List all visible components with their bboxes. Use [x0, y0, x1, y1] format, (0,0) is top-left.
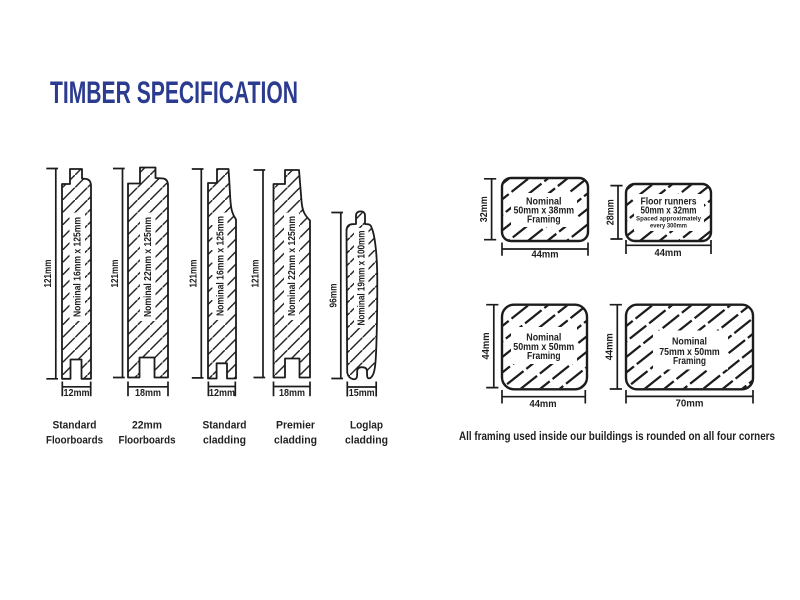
svg-text:TIMBER SPECIFICATION: TIMBER SPECIFICATION [50, 74, 298, 110]
svg-text:cladding: cladding [274, 435, 317, 447]
svg-text:All framing used inside our bu: All framing used inside our buildings is… [459, 431, 775, 443]
svg-text:Floor runners: Floor runners [641, 197, 697, 208]
svg-text:Nominal: Nominal [672, 337, 707, 348]
svg-text:Nominal 19mm x 100mm: Nominal 19mm x 100mm [357, 230, 368, 325]
svg-text:12mm: 12mm [64, 388, 90, 399]
svg-text:44mm: 44mm [655, 248, 682, 259]
svg-text:Standard: Standard [203, 420, 247, 432]
svg-text:28mm: 28mm [605, 199, 616, 225]
svg-text:12mm: 12mm [209, 388, 235, 399]
svg-text:32mm: 32mm [479, 196, 490, 222]
svg-text:Floorboards: Floorboards [119, 435, 176, 447]
svg-text:75mm x 50mm: 75mm x 50mm [659, 347, 720, 358]
svg-text:22mm: 22mm [132, 420, 162, 432]
svg-text:50mm x 32mm: 50mm x 32mm [641, 206, 697, 217]
svg-text:Framing: Framing [527, 351, 561, 362]
svg-text:cladding: cladding [203, 435, 246, 447]
svg-text:44mm: 44mm [605, 333, 616, 360]
svg-text:Spaced approximately: Spaced approximately [636, 216, 701, 223]
svg-text:50mm x 38mm: 50mm x 38mm [514, 206, 575, 217]
svg-text:121mm: 121mm [250, 259, 261, 287]
svg-text:18mm: 18mm [135, 388, 161, 399]
svg-text:Nominal 22mm x 125mm: Nominal 22mm x 125mm [287, 216, 298, 316]
svg-text:15mm: 15mm [349, 388, 375, 399]
svg-text:18mm: 18mm [279, 388, 305, 399]
svg-text:121mm: 121mm [43, 259, 54, 287]
svg-text:cladding: cladding [345, 435, 388, 447]
svg-text:Nominal: Nominal [526, 197, 562, 208]
svg-text:44mm: 44mm [481, 332, 492, 359]
svg-text:Floorboards: Floorboards [46, 435, 103, 447]
svg-text:every 300mm: every 300mm [650, 223, 687, 230]
svg-text:70mm: 70mm [676, 399, 704, 410]
svg-text:Loglap: Loglap [350, 420, 383, 432]
svg-text:Nominal 16mm x 125mm: Nominal 16mm x 125mm [215, 216, 226, 316]
svg-text:Premier: Premier [276, 420, 316, 432]
svg-text:Framing: Framing [527, 215, 561, 226]
svg-text:Framing: Framing [673, 356, 706, 367]
svg-text:Nominal: Nominal [526, 333, 561, 344]
svg-text:50mm x 50mm: 50mm x 50mm [513, 342, 574, 353]
svg-text:Standard: Standard [53, 420, 97, 432]
svg-text:Nominal 22mm x 125mm: Nominal 22mm x 125mm [143, 217, 154, 317]
svg-text:44mm: 44mm [530, 399, 557, 410]
svg-text:121mm: 121mm [189, 259, 200, 287]
svg-text:96mm: 96mm [328, 283, 339, 307]
svg-text:44mm: 44mm [532, 250, 559, 261]
svg-text:Nominal 16mm x 125mm: Nominal 16mm x 125mm [73, 217, 84, 317]
svg-text:121mm: 121mm [110, 259, 121, 287]
